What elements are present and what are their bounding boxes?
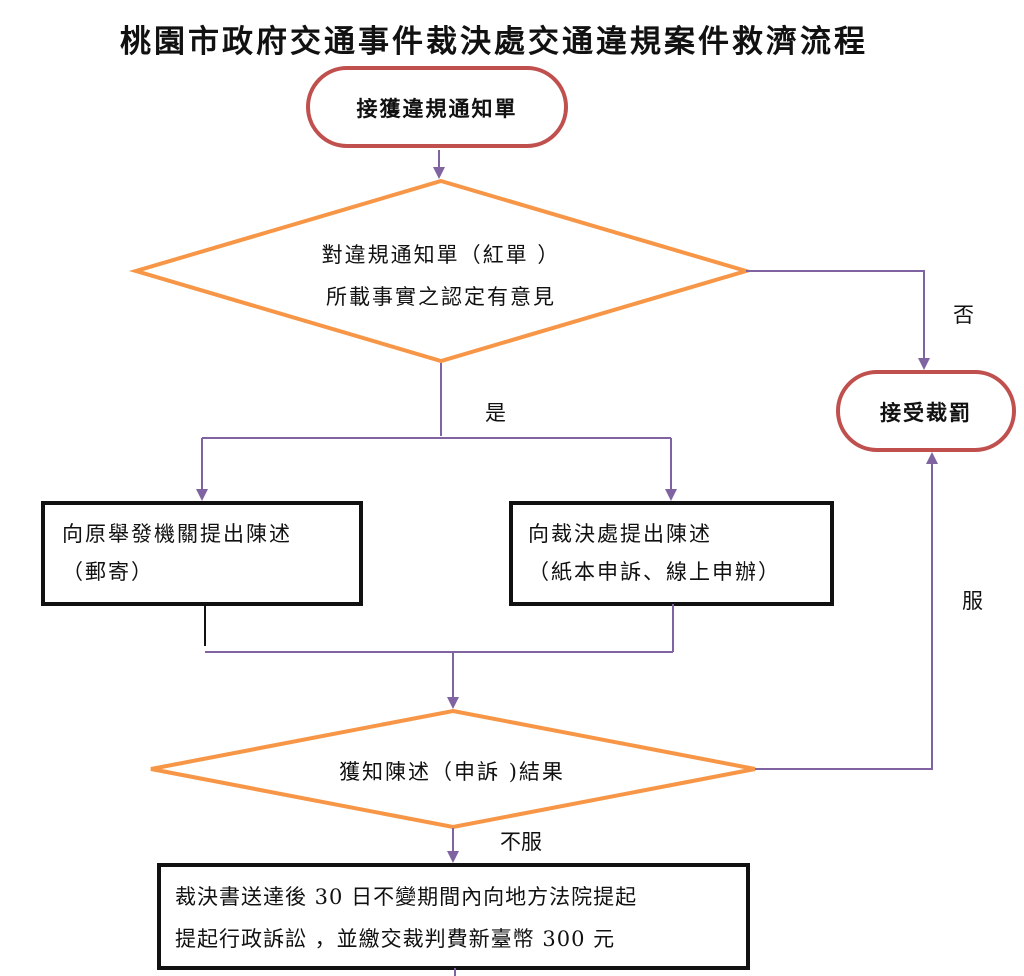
- decision1-diamond: [128, 178, 754, 364]
- edge-label-yes: 是: [485, 401, 506, 425]
- decision2-label: 獲知陳述（申訴 )結果: [339, 760, 565, 784]
- decision1-line1: 對違規通知單（紅單 ）: [321, 243, 561, 267]
- decision1-label: 對違規通知單（紅單 ） 所載事實之認定有意見: [322, 234, 561, 318]
- edge-label-reject-result: 不服: [500, 830, 542, 854]
- arrow-decision1-no: [746, 270, 930, 370]
- accept-terminal: [836, 370, 1016, 452]
- page-title: 桃園市政府交通事件裁決處交通違規案件救濟流程: [0, 16, 1024, 61]
- box-left-line1: 向原舉發機關提出陳述: [62, 522, 292, 546]
- decision2-diamond: [150, 708, 756, 830]
- box-left-line2: （郵寄）: [62, 560, 154, 584]
- arrow-decision2-accept: [755, 452, 938, 770]
- start-terminal: [306, 66, 568, 148]
- page-title-text: 桃園市政府交通事件裁決處交通違規案件救濟流程: [120, 24, 868, 60]
- final-line1: 裁決書送達後 30 日不變期間內向地方法院提起: [175, 885, 638, 909]
- start-label: 接獲違規通知單: [356, 96, 518, 121]
- final-box: [157, 863, 750, 970]
- box-left: [41, 501, 363, 606]
- final-line2: 提起行政訴訟 ，並繳交裁判費新臺幣 300 元: [175, 927, 616, 951]
- edge-label-no: 否: [953, 303, 974, 327]
- final-label: 裁決書送達後 30 日不變期間內向地方法院提起 提起行政訴訟 ，並繳交裁判費新臺…: [175, 876, 637, 960]
- box-right-line2: （紙本申訴、線上申辦）: [528, 560, 781, 584]
- box-right-label: 向裁決處提出陳述 （紙本申訴、線上申辦）: [528, 515, 781, 591]
- box-left-label: 向原舉發機關提出陳述 （郵寄）: [62, 515, 292, 591]
- box-right-line1: 向裁決處提出陳述: [528, 522, 712, 546]
- box-right: [509, 501, 834, 606]
- accept-label: 接受裁罰: [880, 400, 972, 425]
- decision1-line2: 所載事實之認定有意見: [326, 285, 556, 309]
- edge-label-accept-result: 服: [962, 589, 983, 613]
